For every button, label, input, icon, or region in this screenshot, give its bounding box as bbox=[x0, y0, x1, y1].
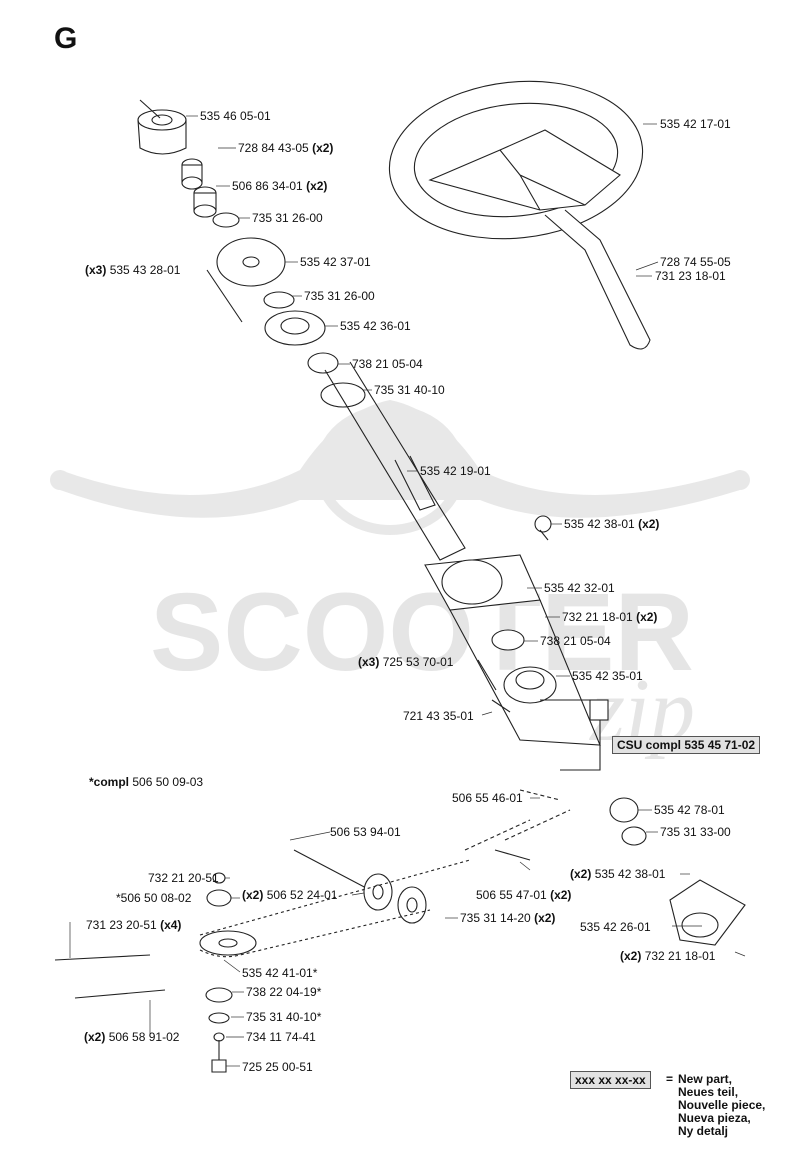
legend-line: New part, bbox=[678, 1072, 733, 1086]
part-label: 735 31 33-00 bbox=[660, 825, 731, 839]
watermark-graphic: SCOOTER zip bbox=[50, 400, 750, 760]
part-label: 735 31 14-20 (x2) bbox=[460, 911, 556, 925]
part-label: 506 53 94-01 bbox=[330, 825, 401, 839]
part-label: *506 50 08-02 bbox=[116, 891, 192, 905]
svg-text:SCOOTER: SCOOTER bbox=[150, 571, 694, 694]
part-label: 535 42 37-01 bbox=[300, 255, 371, 269]
part-label: 731 23 18-01 bbox=[655, 269, 726, 283]
part-label: 535 46 05-01 bbox=[200, 109, 271, 123]
legend-equals: = bbox=[666, 1072, 674, 1086]
part-label: (x2) 506 52 24-01 bbox=[242, 888, 338, 902]
csu-compl-box: CSU compl 535 45 71-02 bbox=[612, 736, 761, 754]
part-label: 735 31 40-10* bbox=[246, 1010, 322, 1024]
part-label: 731 23 20-51 (x4) bbox=[86, 918, 182, 932]
part-label: 728 84 43-05 (x2) bbox=[238, 141, 334, 155]
part-label: 738 21 05-04 bbox=[352, 357, 423, 371]
part-label: 732 21 18-01 (x2) bbox=[562, 610, 658, 624]
part-label: 506 86 34-01 (x2) bbox=[232, 179, 328, 193]
legend-sample-box: xxx xx xx-xx bbox=[570, 1071, 651, 1089]
part-label: 732 21 20-51 bbox=[148, 871, 219, 885]
legend-line: Ny detalj bbox=[678, 1124, 729, 1138]
part-label: 506 55 46-01 bbox=[452, 791, 523, 805]
part-label: 735 31 40-10 bbox=[374, 383, 445, 397]
legend-line: Nouvelle piece, bbox=[678, 1098, 766, 1112]
part-label: (x2) 732 21 18-01 bbox=[620, 949, 716, 963]
compl-note: *compl 506 50 09-03 bbox=[89, 775, 204, 789]
part-label: 535 42 26-01 bbox=[580, 920, 651, 934]
part-label: 728 74 55-05 bbox=[660, 255, 731, 269]
part-label: 734 11 74-41 bbox=[246, 1030, 316, 1044]
legend-line: Nueva pieza, bbox=[678, 1111, 751, 1125]
part-label: 506 55 47-01 (x2) bbox=[476, 888, 572, 902]
part-label: 535 42 38-01 (x2) bbox=[564, 517, 660, 531]
steering-wheel-rim bbox=[388, 80, 644, 240]
part-label: (x2) 535 42 38-01 bbox=[570, 867, 666, 881]
part-label: 721 43 35-01 bbox=[403, 709, 474, 723]
part-label: 535 42 36-01 bbox=[340, 319, 411, 333]
part-label: 725 25 00-51 bbox=[242, 1060, 313, 1074]
part-label: 735 31 26-00 bbox=[304, 289, 375, 303]
part-label: (x3) 535 43 28-01 bbox=[85, 263, 181, 277]
part-label: (x3) 725 53 70-01 bbox=[358, 655, 454, 669]
page-letter: G bbox=[54, 22, 78, 55]
part-label: 535 42 19-01 bbox=[420, 464, 491, 478]
part-label: (x2) 506 58 91-02 bbox=[84, 1030, 180, 1044]
part-label: 735 31 26-00 bbox=[252, 211, 323, 225]
part-label: 535 42 78-01 bbox=[654, 803, 725, 817]
part-label: 535 42 17-01 bbox=[660, 117, 731, 131]
part-label: 738 22 04-19* bbox=[246, 985, 322, 999]
part-label: 738 21 05-04 bbox=[540, 634, 611, 648]
part-label: 535 42 41-01* bbox=[242, 966, 318, 980]
part-label: 535 42 35-01 bbox=[572, 669, 643, 683]
part-label: 535 42 32-01 bbox=[544, 581, 615, 595]
legend-line: Neues teil, bbox=[678, 1085, 739, 1099]
